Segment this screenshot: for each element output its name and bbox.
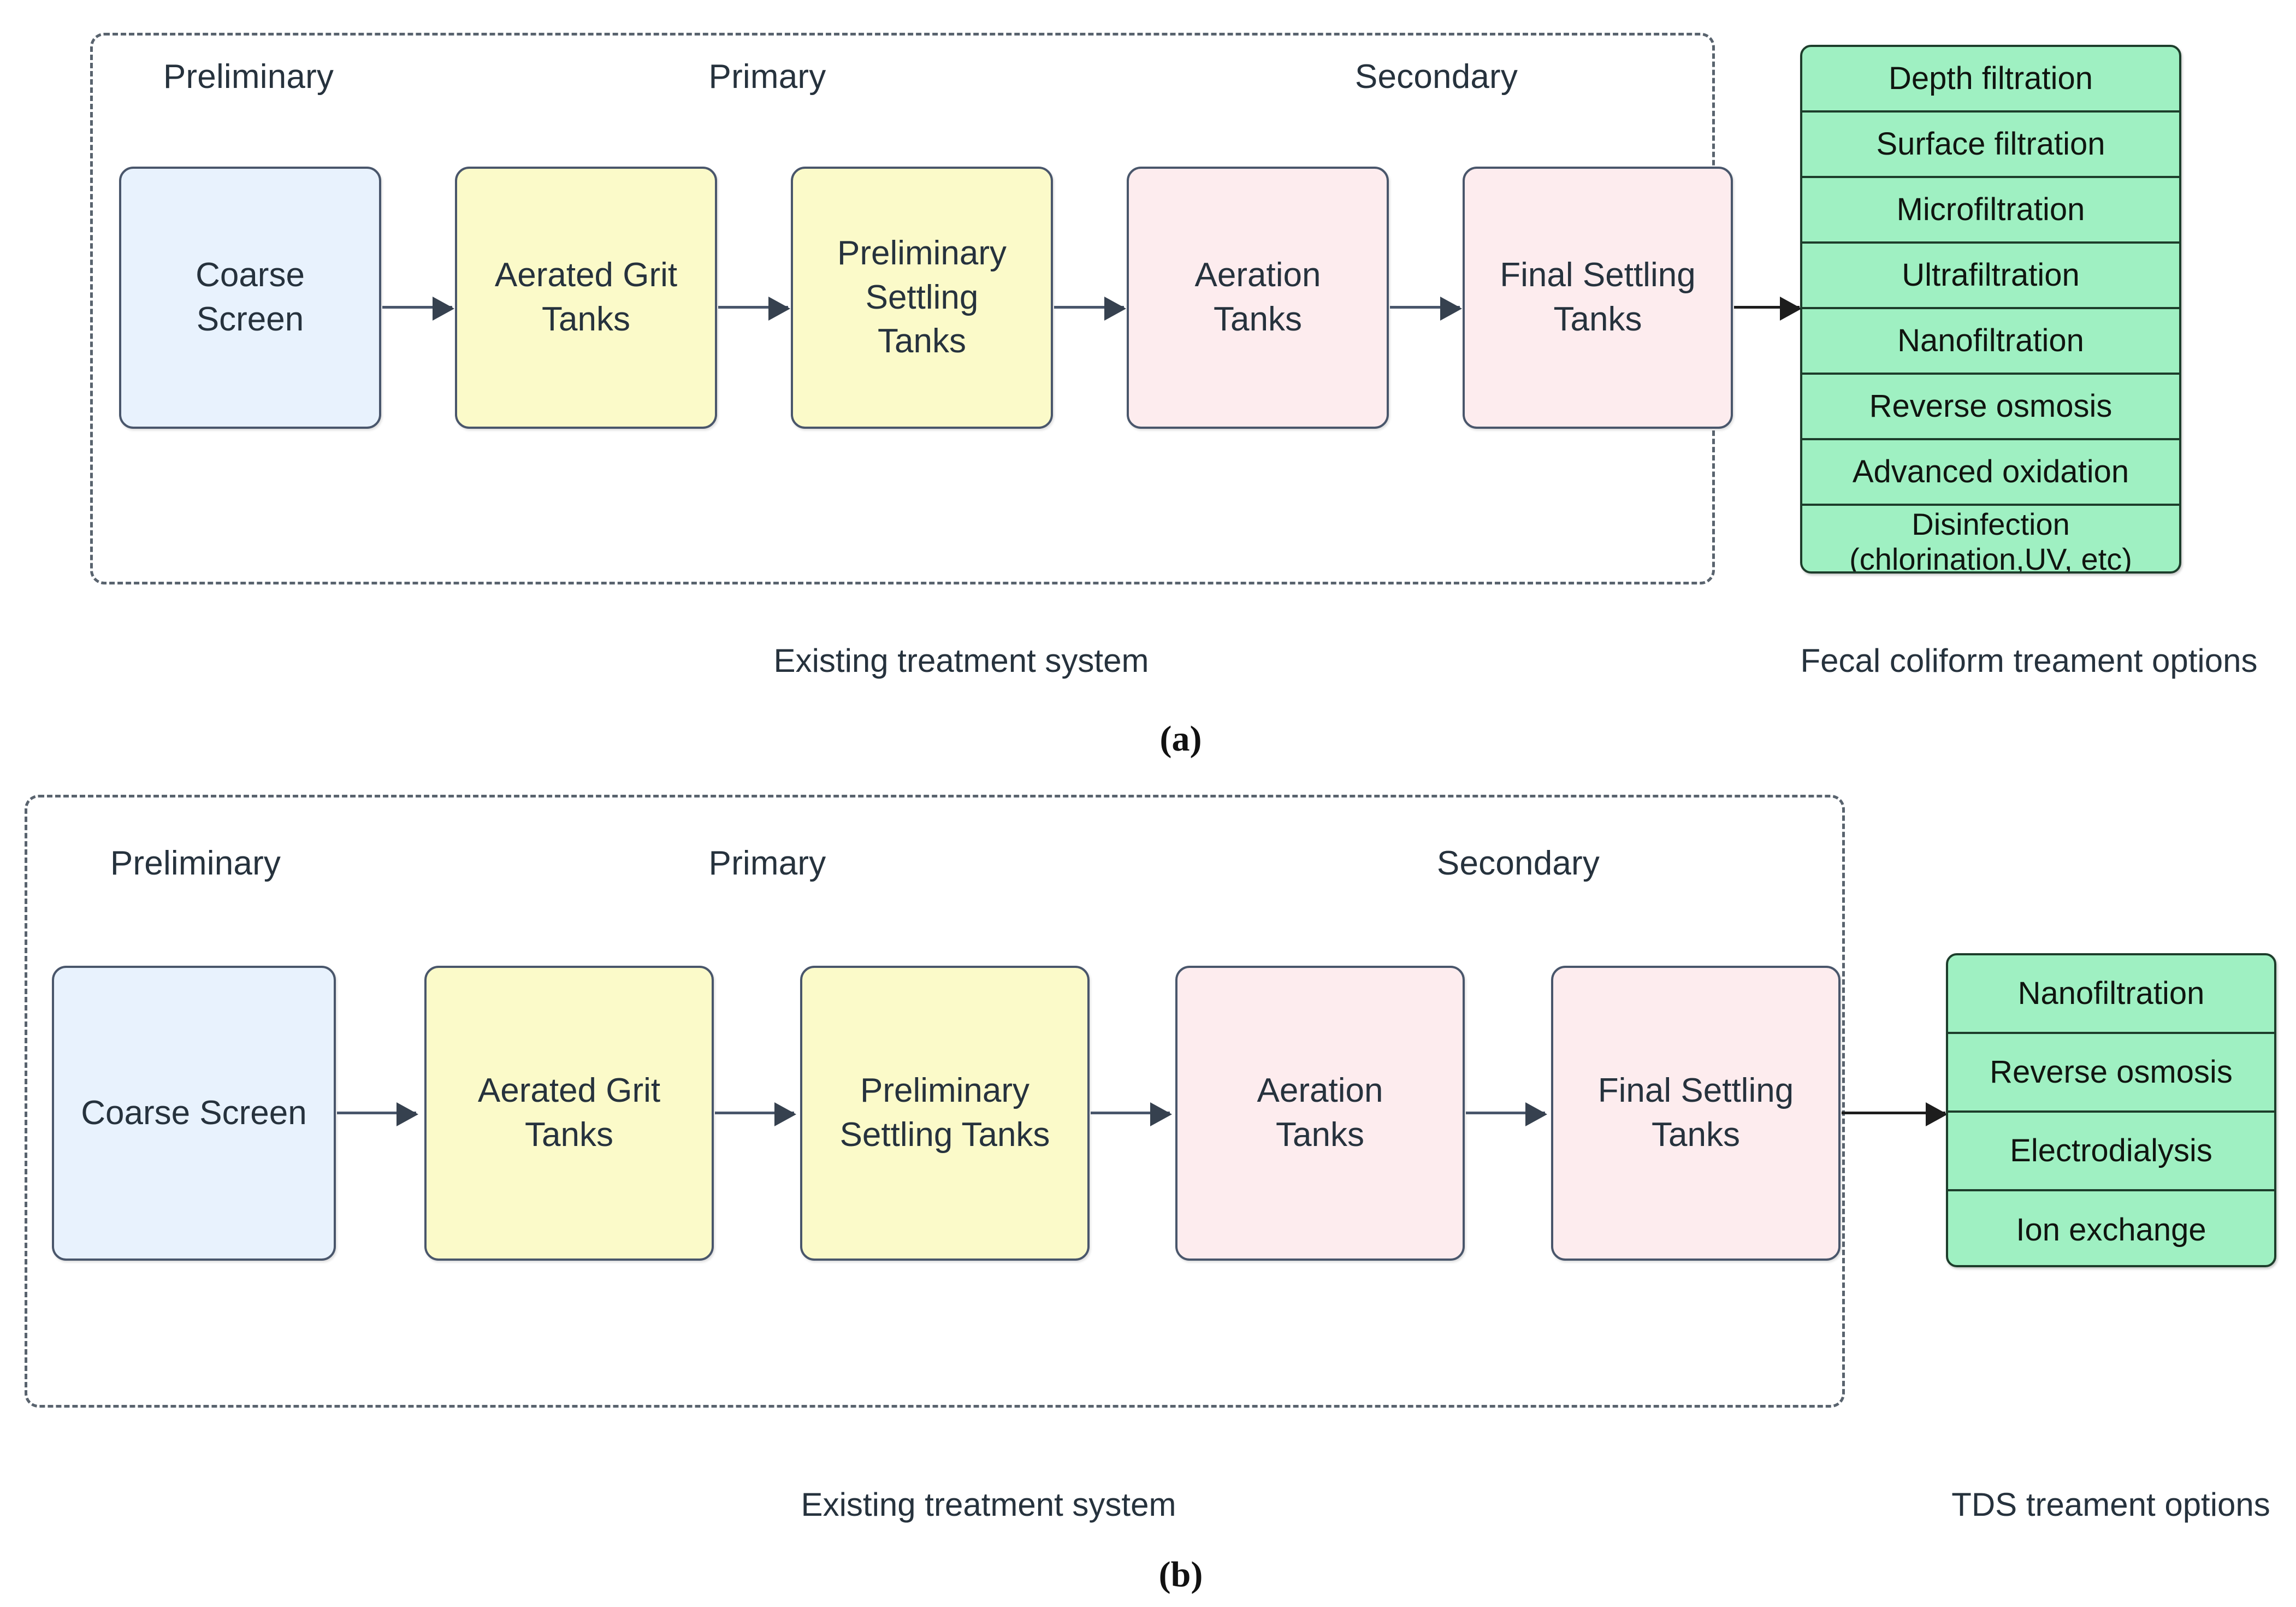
option-label: Ion exchange (2016, 1212, 2206, 1248)
option-label: Reverse osmosis (1869, 388, 2112, 424)
panel-b-process-aeration-tanks[interactable]: Aeration Tanks (1175, 966, 1465, 1261)
panel-a-stage-label-preliminary: Preliminary (163, 58, 334, 96)
panel-b-option-ion-exchange[interactable]: Ion exchange (1948, 1191, 2274, 1265)
panel-a-process-label-line: Preliminary (837, 234, 1007, 273)
panel-a-process-final-settling-tanks[interactable]: Final Settling Tanks (1463, 167, 1733, 429)
option-label: Disinfection (1912, 507, 2070, 542)
panel-a-process-aerated-grit-tanks[interactable]: Aerated Grit Tanks (455, 167, 717, 429)
option-label: Depth filtration (1889, 60, 2093, 96)
panel-b-process-label-line: Preliminary (860, 1072, 1030, 1110)
panel-a-process-label-line: Aeration (1194, 256, 1321, 294)
option-label: Microfiltration (1896, 191, 2085, 227)
panel-a-process-label-line: Settling (865, 278, 979, 316)
panel-a-option-disinfection[interactable]: Disinfection (chlorination,UV, etc) (1802, 506, 2179, 574)
panel-a-process-coarse-screen[interactable]: Coarse Screen (119, 167, 381, 429)
panel-a-option-advanced-oxidation[interactable]: Advanced oxidation (1802, 440, 2179, 506)
panel-b-process-label-line: Final Settling (1597, 1072, 1794, 1110)
panel-b-system-caption: Existing treatment system (801, 1486, 1176, 1523)
panel-a-process-label-line: Final Settling (1500, 256, 1696, 294)
option-label: Electrodialysis (2010, 1132, 2212, 1168)
panel-a-option-nanofiltration[interactable]: Nanofiltration (1802, 309, 2179, 375)
panel-b-process-coarse-screen[interactable]: Coarse Screen (52, 966, 336, 1261)
panel-b-letter: (b) (1158, 1555, 1203, 1594)
panel-a-process-label-line: Screen (196, 300, 304, 338)
option-label-secondary: (chlorination,UV, etc) (1849, 542, 2132, 574)
panel-b-arrow-1 (337, 1102, 418, 1126)
panel-a-process-label-line: Tanks (1553, 300, 1642, 338)
panel-a-option-reverse-osmosis[interactable]: Reverse osmosis (1802, 375, 2179, 440)
panel-a-process-label-line: Coarse (196, 256, 305, 294)
panel-a-stage-label-primary: Primary (708, 58, 826, 96)
option-label: Nanofiltration (2017, 975, 2205, 1011)
panel-a-fecal-coliform-options-stack: Depth filtration Surface filtration Micr… (1800, 45, 2181, 574)
panel-a-option-ultrafiltration[interactable]: Ultrafiltration (1802, 244, 2179, 309)
panel-b-stage-label-secondary: Secondary (1436, 844, 1600, 882)
panel-b-process-preliminary-settling-tanks[interactable]: Preliminary Settling Tanks (800, 966, 1090, 1261)
panel-b-option-reverse-osmosis[interactable]: Reverse osmosis (1948, 1034, 2274, 1113)
panel-b-process-label-line: Coarse Screen (81, 1094, 307, 1132)
panel-b-process-aerated-grit-tanks[interactable]: Aerated Grit Tanks (424, 966, 714, 1261)
option-label: Surface filtration (1876, 126, 2105, 162)
panel-b-arrow-4 (1466, 1102, 1547, 1126)
panel-a-arrow-1 (382, 297, 454, 321)
panel-b-process-label-line: Tanks (1276, 1116, 1364, 1154)
panel-a-letter: (a) (1159, 719, 1202, 759)
panel-b-process-label-line: Settling Tanks (839, 1116, 1050, 1154)
option-label: Reverse osmosis (1990, 1054, 2233, 1090)
panel-a-process-label-line: Tanks (542, 300, 630, 338)
panel-a-system-caption: Existing treatment system (773, 642, 1149, 679)
panel-a-options-caption: Fecal coliform treament options (1800, 642, 2258, 679)
option-label: Nanofiltration (1897, 322, 2084, 358)
option-label: Ultrafiltration (1902, 257, 2080, 293)
panel-a-option-surface-filtration[interactable]: Surface filtration (1802, 113, 2179, 178)
panel-a-process-label-line: Tanks (878, 322, 966, 361)
panel-a-option-microfiltration[interactable]: Microfiltration (1802, 178, 2179, 244)
panel-b-arrow-to-options (1842, 1102, 1948, 1126)
panel-a-arrow-to-options (1734, 297, 1802, 321)
panel-a-option-depth-filtration[interactable]: Depth filtration (1802, 47, 2179, 113)
panel-b-process-final-settling-tanks[interactable]: Final Settling Tanks (1551, 966, 1841, 1261)
panel-b-options-caption: TDS treament options (1951, 1486, 2270, 1523)
panel-b-process-label-line: Aeration (1257, 1072, 1383, 1110)
panel-a-stage-label-secondary: Secondary (1354, 58, 1518, 96)
panel-a-arrow-3 (1054, 297, 1126, 321)
panel-a-process-label-line: Aerated Grit (494, 256, 678, 294)
panel-b-arrow-2 (715, 1102, 796, 1126)
panel-b-process-label-line: Tanks (525, 1116, 613, 1154)
panel-b-existing-system-group (25, 795, 1845, 1408)
panel-b-process-label-line: Tanks (1652, 1116, 1740, 1154)
panel-b-stage-label-preliminary: Preliminary (110, 844, 281, 882)
panel-a-arrow-2 (718, 297, 790, 321)
panel-a-process-aeration-tanks[interactable]: Aeration Tanks (1127, 167, 1389, 429)
panel-b-option-electrodialysis[interactable]: Electrodialysis (1948, 1113, 2274, 1191)
panel-b-option-nanofiltration[interactable]: Nanofiltration (1948, 955, 2274, 1034)
panel-a-process-preliminary-settling-tanks[interactable]: Preliminary Settling Tanks (791, 167, 1053, 429)
panel-b-arrow-3 (1091, 1102, 1172, 1126)
option-label: Advanced oxidation (1852, 453, 2129, 489)
panel-b-tds-options-stack: Nanofiltration Reverse osmosis Electrodi… (1946, 953, 2276, 1267)
panel-a-arrow-4 (1390, 297, 1462, 321)
panel-b-process-label-line: Aerated Grit (477, 1072, 661, 1110)
panel-a-process-label-line: Tanks (1214, 300, 1302, 338)
panel-b-stage-label-primary: Primary (708, 844, 826, 882)
